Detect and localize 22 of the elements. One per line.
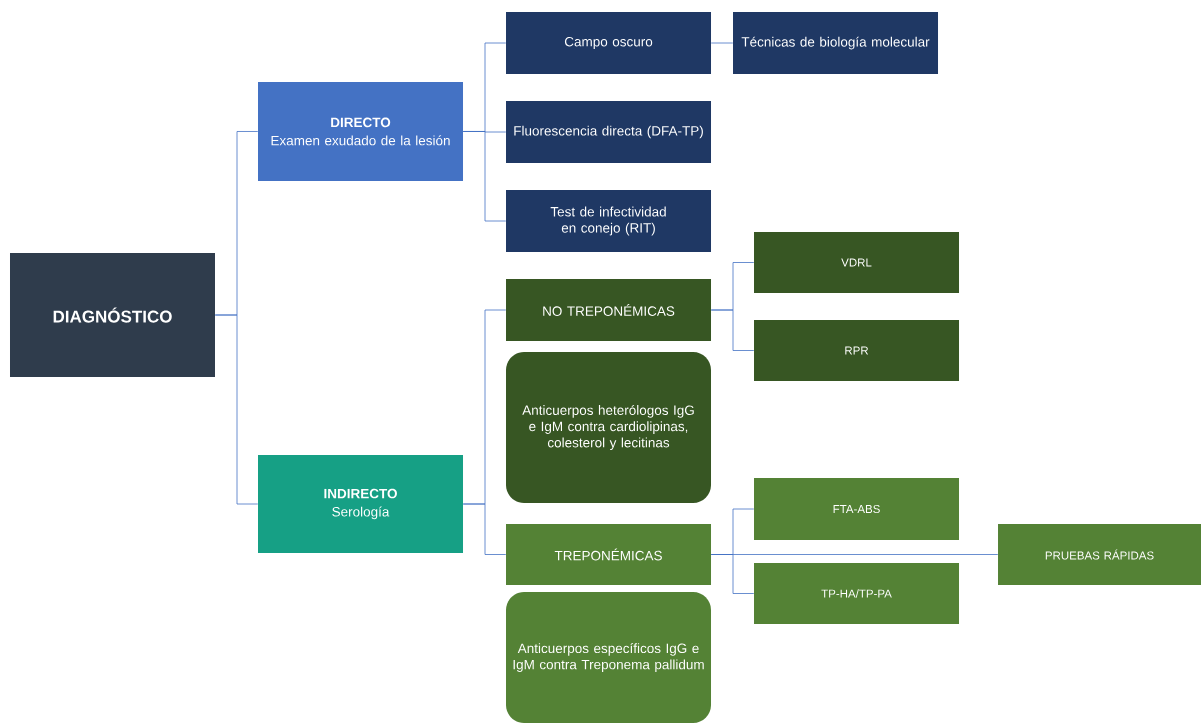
process-box: INDIRECTO Serología (258, 455, 463, 553)
process-box: DIRECTO Examen exudado de la lesión (258, 82, 463, 181)
connector-line (710, 309, 755, 351)
process-box: RPR (754, 320, 959, 381)
process-box: Técnicas de biología molecular (733, 12, 938, 74)
process-box: Test de infectividad en conejo (RIT) (506, 190, 711, 252)
process-box: VDRL (754, 232, 959, 293)
connector-line (462, 131, 507, 222)
process-box: PRUEBAS RÁPIDAS (998, 524, 1201, 585)
rounded-box: Anticuerpos específicos IgG e IgM contra Treponema pallidum (506, 592, 711, 723)
process-box: FTA-ABS (754, 478, 959, 540)
rounded-box: Anticuerpos heterólogos IgG e IgM contra cardiolipinas, colesterol y lecitinas (506, 352, 711, 503)
process-box: Campo oscuro (506, 12, 711, 74)
connector-line (710, 554, 999, 555)
process-box: TP-HA/TP-PA (754, 563, 959, 624)
process-box: TREPONÉMICAS (506, 524, 711, 585)
connector-line (214, 314, 259, 505)
process-box: DIAGNÓSTICO (10, 253, 215, 377)
connector-line (710, 42, 734, 44)
process-box: NO TREPONÉMICAS (506, 279, 711, 341)
process-box: Fluorescencia directa (DFA-TP) (506, 101, 711, 163)
connector-line (462, 503, 507, 555)
